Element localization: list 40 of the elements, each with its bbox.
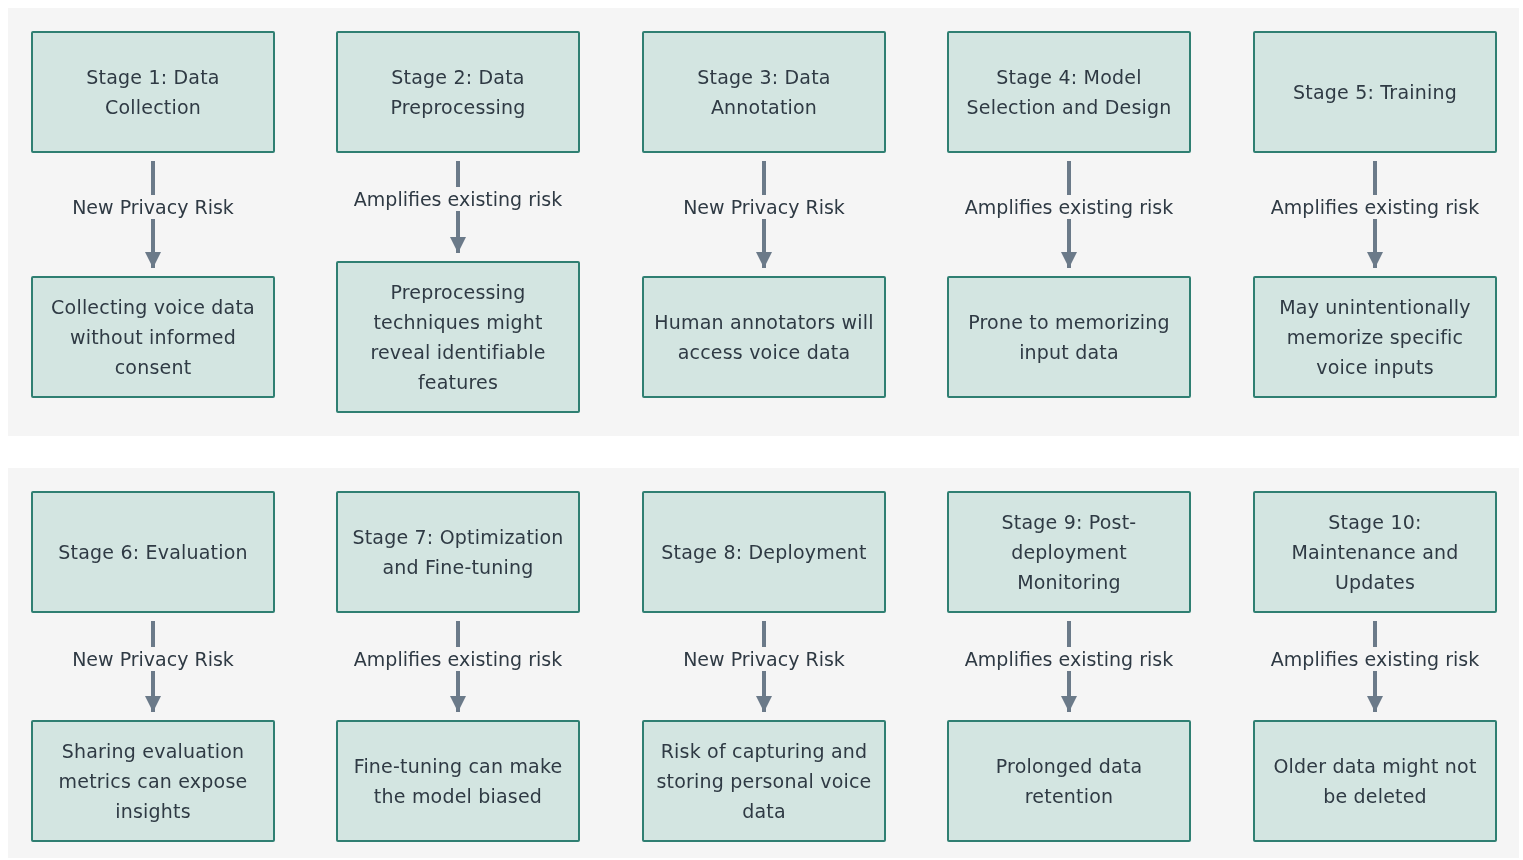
node-text: Stage 8: Deployment <box>661 540 867 565</box>
risk-box <box>642 720 886 842</box>
node-text: Human annotators will access voice data <box>654 310 874 365</box>
risk-box <box>947 720 1191 842</box>
node-text: Collecting voice data without informed consent <box>50 295 256 380</box>
node-text: Stage 3: Data Annotation <box>696 65 832 120</box>
node-text: Older data might not be deleted <box>1272 754 1478 809</box>
risk-box <box>1253 276 1497 398</box>
node-text: Prolonged data retention <box>994 754 1144 809</box>
node-text: Stage 7: Optimization and Fine-tuning <box>351 525 565 580</box>
node-text: Stage 2: Data Preprocessing <box>389 65 527 120</box>
stage-box <box>31 491 275 613</box>
stage-box <box>336 31 580 153</box>
risk-box <box>1253 720 1497 842</box>
node-text: Prone to memorizing input data <box>967 310 1171 365</box>
node-text: Preprocessing techniques might reveal identifiable features <box>369 280 547 395</box>
node-text: Stage 4: Model Selection and Design <box>965 65 1173 120</box>
stage-box <box>336 491 580 613</box>
node-text: Fine-tuning can make the model biased <box>352 754 564 809</box>
risk-box <box>31 720 275 842</box>
node-text: Stage 6: Evaluation <box>58 540 248 565</box>
stage-box <box>947 31 1191 153</box>
node-text: May unintentionally memorize specific voice inputs <box>1278 295 1472 380</box>
node-text: Stage 1: Data Collection <box>85 65 221 120</box>
risk-box <box>31 276 275 398</box>
node-text: Stage 10: Maintenance and Updates <box>1290 510 1460 595</box>
stage-box <box>31 31 275 153</box>
risk-box <box>642 276 886 398</box>
stage-box <box>642 491 886 613</box>
stage-box <box>947 491 1191 613</box>
risk-box <box>336 261 580 413</box>
node-text: Sharing evaluation metrics can expose insights <box>57 739 249 824</box>
node-text: Risk of capturing and storing personal voice data <box>655 739 873 824</box>
stage-box <box>1253 31 1497 153</box>
risk-box <box>947 276 1191 398</box>
stage-box <box>642 31 886 153</box>
node-text: Stage 5: Training <box>1293 80 1457 105</box>
risk-box <box>336 720 580 842</box>
node-text: Stage 9: Post-deployment Monitoring <box>1000 510 1138 595</box>
stage-box <box>1253 491 1497 613</box>
